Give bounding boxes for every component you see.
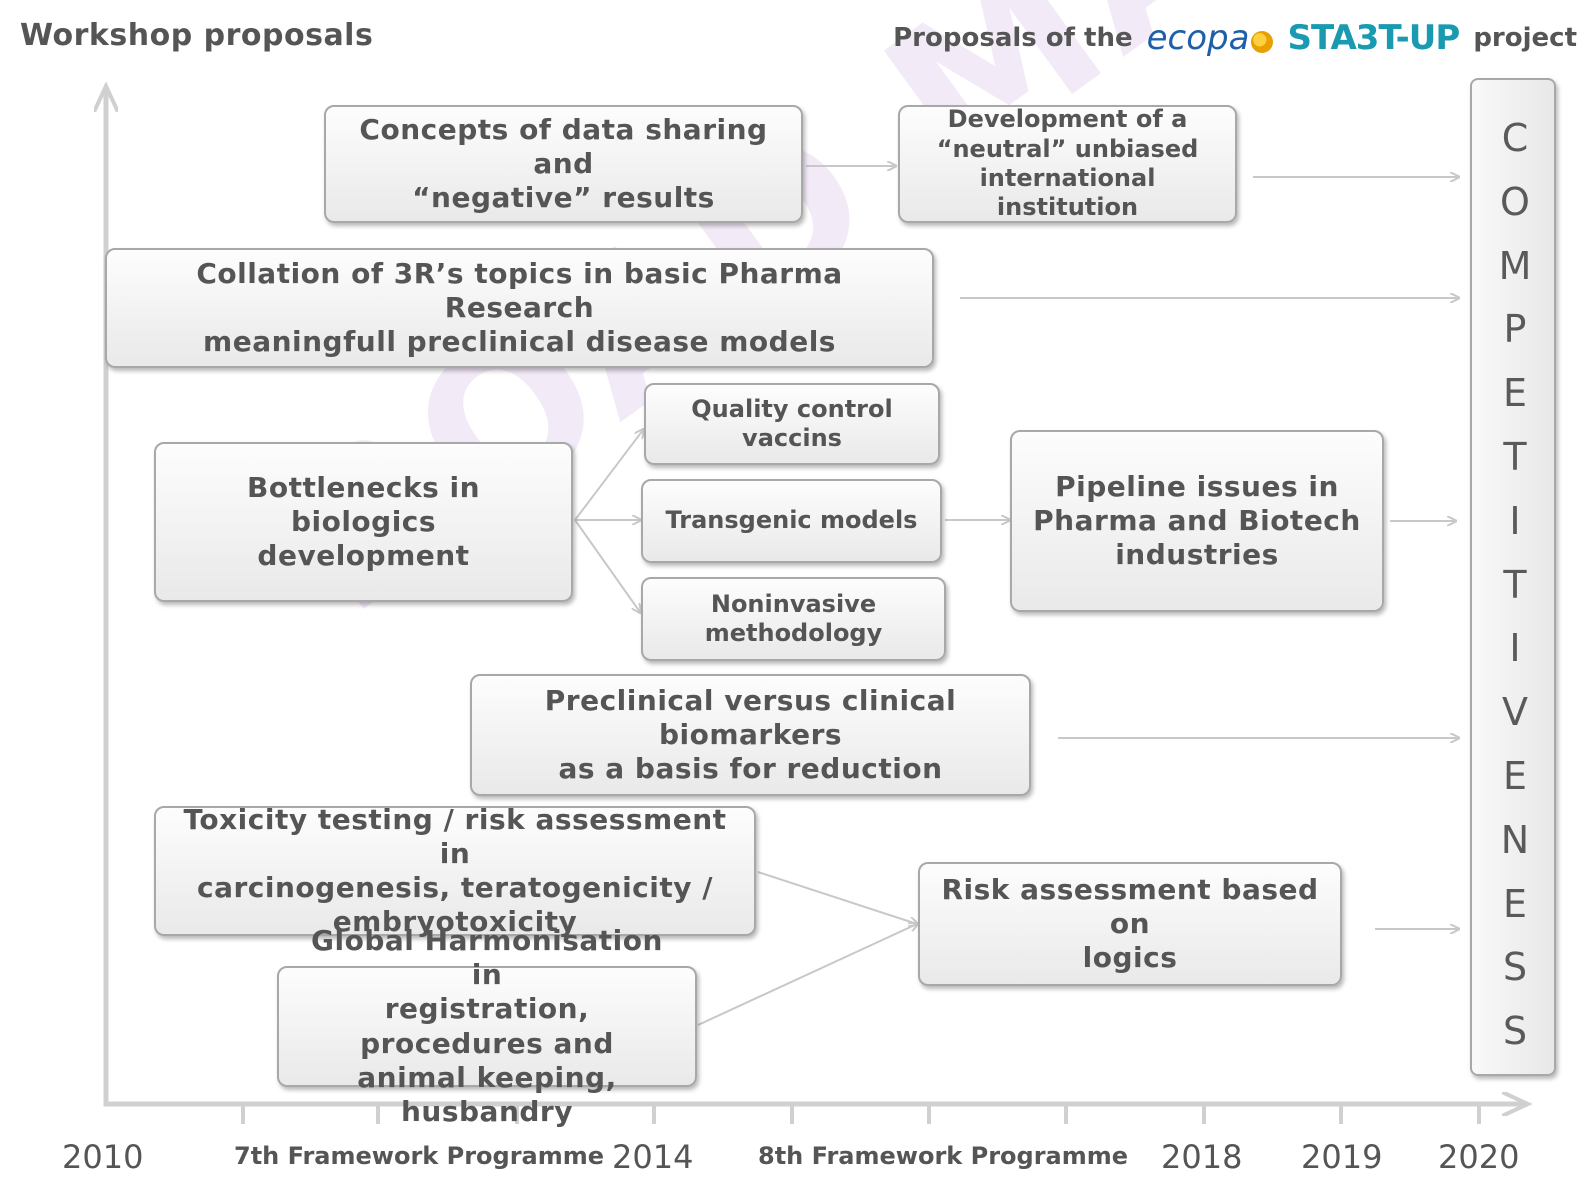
competitiveness-letter: S <box>1502 945 1528 990</box>
tick-label-2014: 2014 <box>612 1138 694 1176</box>
page-title: Workshop proposals <box>20 18 374 53</box>
competitiveness-letter: T <box>1503 562 1527 607</box>
header-prefix: Proposals of the <box>893 23 1133 53</box>
competitiveness-letter: M <box>1498 243 1532 288</box>
ecopa-logo: ecopa <box>1147 18 1274 58</box>
box-neutral-institution: Development of a “neutral” unbiased inte… <box>898 105 1237 223</box>
ecopa-logo-icon <box>1251 30 1274 53</box>
competitiveness-letter: E <box>1502 371 1527 416</box>
box-quality-control: Quality control vaccins <box>644 383 940 465</box>
project-header: Proposals of the ecopa STA3T-UP project <box>893 18 1577 58</box>
startup-logo: STA3T-UP <box>1287 18 1460 58</box>
competitiveness-letter: C <box>1501 116 1529 160</box>
competitiveness-letter: E <box>1502 881 1527 926</box>
box-pipeline-issues: Pipeline issues in Pharma and Biotech in… <box>1010 430 1384 612</box>
connector-arrows <box>574 166 1458 1026</box>
competitiveness-letter: P <box>1503 307 1527 352</box>
tick-label-2019: 2019 <box>1301 1138 1383 1176</box>
competitiveness-letter: T <box>1503 435 1527 479</box>
tick-label-2020: 2020 <box>1438 1138 1520 1176</box>
competitiveness-letter: E <box>1502 754 1527 798</box>
box-transgenic-models: Transgenic models <box>641 479 942 563</box>
competitiveness-letter: V <box>1502 690 1528 735</box>
box-bottlenecks-biologics: Bottlenecks in biologics development <box>154 442 573 602</box>
header-suffix: project <box>1473 23 1577 53</box>
competitiveness-letter: I <box>1509 626 1521 671</box>
tick-label-2018: 2018 <box>1161 1138 1243 1176</box>
label-fp7: 7th Framework Programme <box>234 1142 605 1170</box>
competitiveness-letter: I <box>1509 498 1521 543</box>
competitiveness-letter: N <box>1500 817 1530 862</box>
label-fp8: 8th Framework Programme <box>758 1142 1129 1170</box>
box-risk-assessment-logics: Risk assessment based on logics <box>918 862 1342 986</box>
box-toxicity-testing: Toxicity testing / risk assessment in ca… <box>154 803 756 938</box>
tick-label-2010: 2010 <box>62 1138 144 1176</box>
box-collation-3r: Collation of 3R’s topics in basic Pharma… <box>105 248 934 368</box>
axis-ticks <box>241 1104 1481 1124</box>
box-global-harmonisation: Global Harmonisation in registration, pr… <box>277 924 697 1128</box>
competitiveness-letter: O <box>1500 179 1530 224</box>
box-noninvasive-methodology: Noninvasive methodology <box>641 577 946 661</box>
box-biomarkers: Preclinical versus clinical biomarkers a… <box>470 674 1031 796</box>
competitiveness-letter: S <box>1502 1009 1528 1054</box>
box-data-sharing: Concepts of data sharing and “negative” … <box>324 105 803 223</box>
